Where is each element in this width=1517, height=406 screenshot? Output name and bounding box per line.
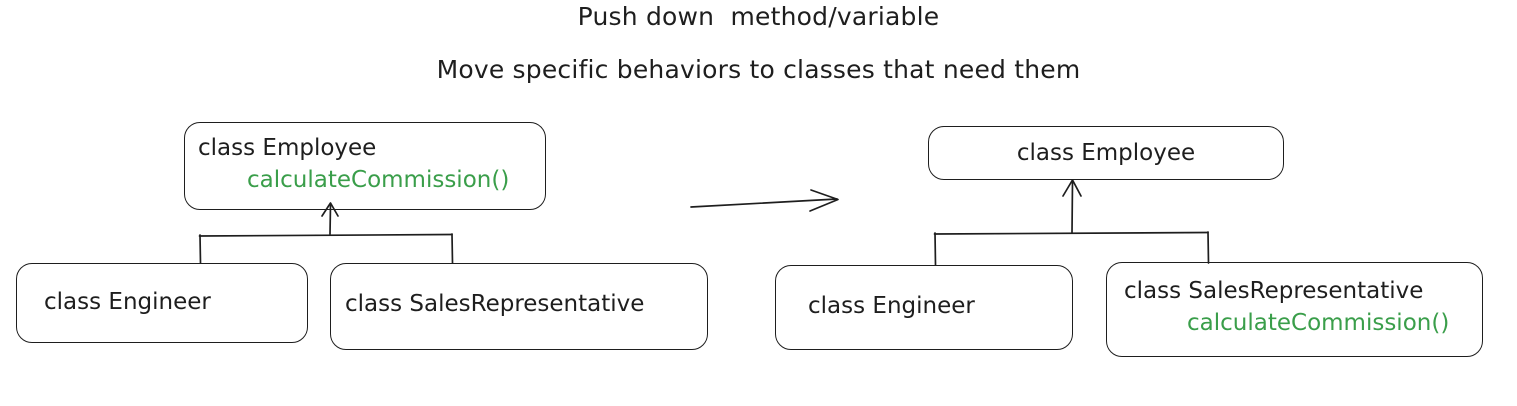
after-inheritance-connector [933,179,1210,266]
before-inheritance-connector [198,202,454,264]
after-salesrep-box[interactable]: class SalesRepresentative calculateCommi… [1106,262,1483,357]
before-employee-class-name: class Employee [198,135,377,161]
after-employee-class-name: class Employee [1016,140,1196,166]
after-engineer-class-name: class Engineer [808,293,975,319]
before-salesrep-box[interactable]: class SalesRepresentative [330,263,708,350]
before-employee-method: calculateCommission() [247,167,510,193]
before-engineer-box[interactable]: class Engineer [16,263,308,343]
after-employee-box[interactable]: class Employee [928,126,1284,180]
transformation-arrow [690,189,839,212]
before-employee-box[interactable]: class Employee calculateCommission() [184,122,546,210]
after-salesrep-method: calculateCommission() [1187,310,1450,336]
page-title: Push down method/variable [577,2,940,31]
after-engineer-box[interactable]: class Engineer [775,265,1073,350]
page-subtitle: Move specific behaviors to classes that … [436,55,1081,84]
before-engineer-class-name: class Engineer [44,289,211,315]
before-salesrep-class-name: class SalesRepresentative [345,291,645,317]
after-salesrep-class-name: class SalesRepresentative [1124,278,1424,304]
